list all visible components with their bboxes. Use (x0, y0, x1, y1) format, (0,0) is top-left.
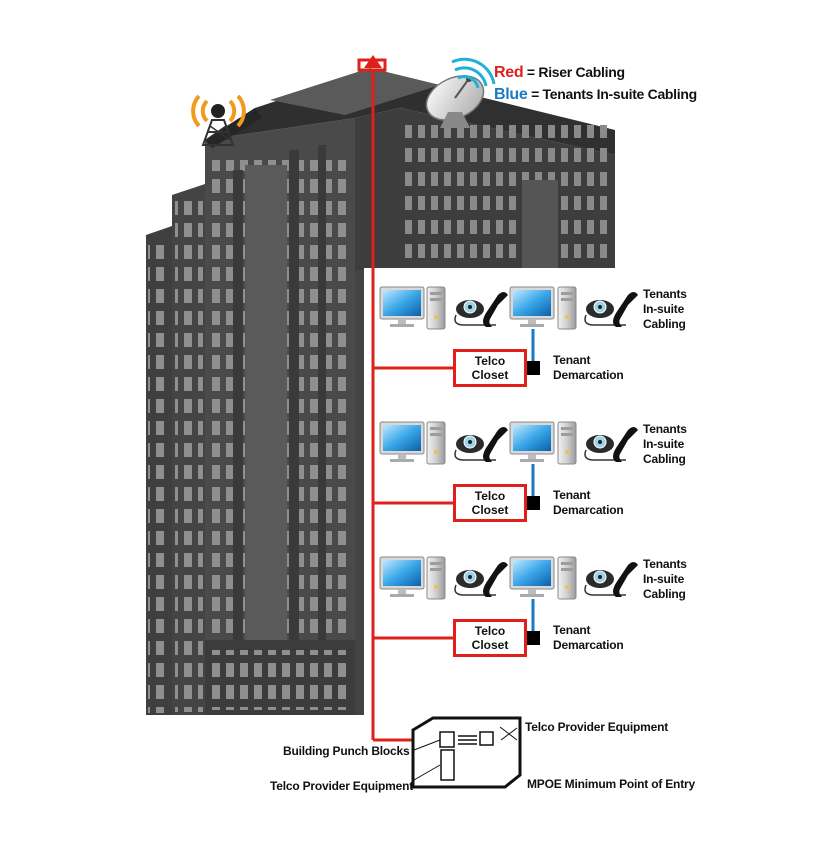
telco-closet: Telco Closet (453, 619, 527, 657)
legend-red-key: Red (494, 64, 524, 81)
monitor-icon (509, 556, 555, 597)
tenants-insuite-label: Tenants In-suite Cabling (643, 422, 687, 467)
tenant-demarcation-label: Tenant Demarcation (553, 623, 624, 653)
telephone-icon (584, 427, 638, 462)
telephone-icon (454, 292, 508, 327)
insuite-line3: Cabling (643, 587, 686, 601)
tenants-insuite-label: Tenants In-suite Cabling (643, 557, 687, 602)
office-building (146, 68, 615, 715)
punch-block-icon (439, 731, 455, 748)
demarc-line2: Demarcation (553, 368, 624, 382)
telephone-icon (584, 562, 638, 597)
demarcation-block-icon (526, 631, 540, 645)
provider-equipment-icon (479, 731, 494, 746)
riser-arrow-icon (364, 55, 382, 68)
demarc-line1: Tenant (553, 488, 591, 502)
building-punch-blocks-label: Building Punch Blocks (283, 744, 410, 758)
insuite-line1: Tenants (643, 557, 687, 571)
tenant-demarcation-label: Tenant Demarcation (553, 353, 624, 383)
insuite-line3: Cabling (643, 317, 686, 331)
mpoe-label: MPOE Minimum Point of Entry (527, 777, 695, 791)
demarc-line2: Demarcation (553, 503, 624, 517)
pc-tower-icon (426, 421, 446, 465)
insuite-line2: In-suite (643, 437, 685, 451)
floor-panel (364, 268, 825, 718)
insuite-line3: Cabling (643, 452, 686, 466)
demarc-line1: Tenant (553, 353, 591, 367)
monitor-icon (509, 286, 555, 327)
monitor-icon (379, 556, 425, 597)
monitor-icon (379, 421, 425, 462)
insuite-line2: In-suite (643, 572, 685, 586)
pc-tower-icon (426, 286, 446, 330)
mpoe-box (411, 716, 522, 789)
closet-label-line1: Telco (474, 489, 506, 503)
telco-closet: Telco Closet (453, 484, 527, 522)
insuite-line1: Tenants (643, 422, 687, 436)
pc-tower-icon (557, 286, 577, 330)
satellite-dish-icon (425, 57, 496, 128)
antenna-tower-icon (191, 94, 246, 146)
pc-tower-icon (557, 556, 577, 600)
floor-group (379, 286, 638, 375)
telco-provider-equipment-label: Telco Provider Equipment (525, 720, 669, 734)
insuite-line1: Tenants (643, 287, 687, 301)
tenant-demarcation-label: Tenant Demarcation (553, 488, 624, 518)
closet-label-line1: Telco (474, 354, 506, 368)
pc-tower-icon (557, 421, 577, 465)
closet-label-line2: Closet (471, 368, 509, 382)
closet-label-line2: Closet (471, 638, 509, 652)
telephone-icon (454, 562, 508, 597)
legend-red: Red = Riser Cabling (494, 63, 625, 82)
closet-label-line2: Closet (471, 503, 509, 517)
monitor-icon (509, 421, 555, 462)
closet-label-line1: Telco (474, 624, 506, 638)
legend-red-text: = Riser Cabling (523, 64, 625, 80)
legend-blue: Blue = Tenants In-suite Cabling (494, 85, 697, 104)
demarcation-block-icon (526, 496, 540, 510)
legend-blue-text: = Tenants In-suite Cabling (527, 86, 697, 102)
telco-provider-equipment-label: Telco Provider Equipment (270, 779, 414, 793)
legend-blue-key: Blue (494, 86, 528, 103)
telephone-icon (584, 292, 638, 327)
insuite-line2: In-suite (643, 302, 685, 316)
demarc-line2: Demarcation (553, 638, 624, 652)
pc-tower-icon (426, 556, 446, 600)
monitor-icon (379, 286, 425, 327)
floor-group (379, 556, 638, 645)
demarc-line1: Tenant (553, 623, 591, 637)
telephone-icon (454, 427, 508, 462)
telco-closet: Telco Closet (453, 349, 527, 387)
demarcation-block-icon (526, 361, 540, 375)
floor-group (379, 421, 638, 510)
tenants-insuite-label: Tenants In-suite Cabling (643, 287, 687, 332)
